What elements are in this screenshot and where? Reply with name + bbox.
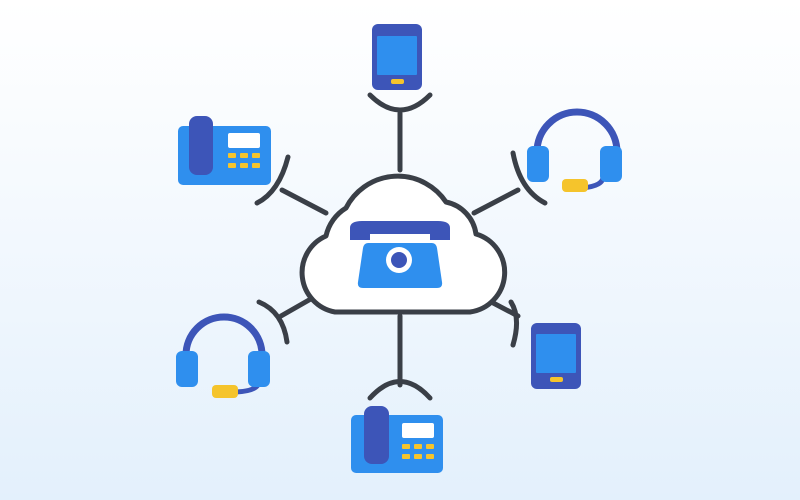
headset-icon [176,313,270,398]
connector-top-right-headset [471,150,548,216]
headset-icon [527,108,622,192]
connector-top-tablet [367,92,433,173]
connector-top-left-desk-phone [254,154,329,216]
telephone-handset [350,221,450,240]
connector-bottom-left-headset [256,293,319,345]
telephone-icon [350,221,450,288]
desk-phone-icon [178,116,271,185]
desk-phone-icon [351,406,443,473]
tablet-icon [531,323,581,389]
connector-bottom-desk-phone [367,313,433,401]
connectors [254,92,548,401]
telephone-dial-center [391,252,407,268]
cloud-telephone-icon [299,173,508,315]
tablet-icon [372,24,422,90]
